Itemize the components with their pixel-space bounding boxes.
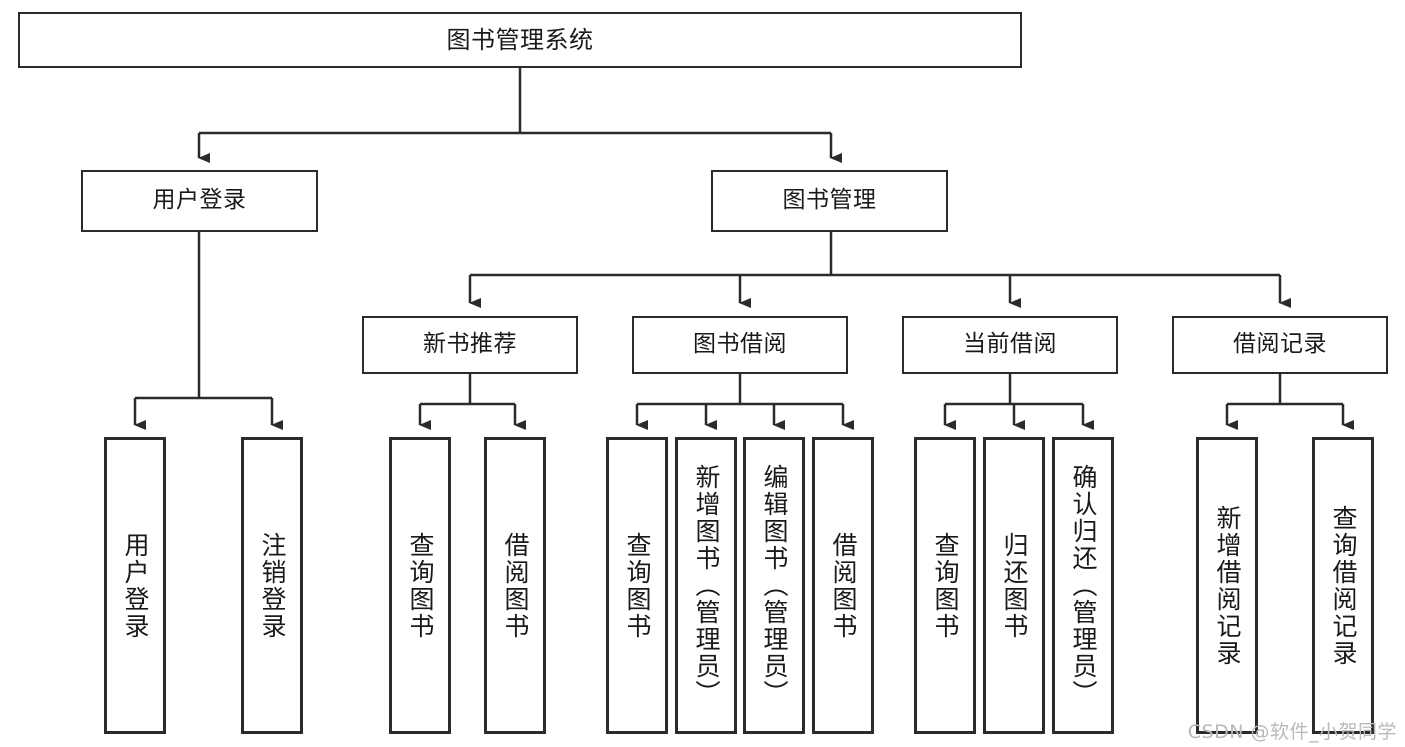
node-current-borrow-label: 当前借阅 bbox=[963, 331, 1057, 358]
leaf-return-book[interactable]: 归还图书 bbox=[983, 437, 1045, 734]
leaf-query-borrow-record[interactable]: 查询借阅记录 bbox=[1312, 437, 1374, 734]
leaf-borrow-book[interactable]: 借阅图书 bbox=[812, 437, 874, 734]
leaf-add-book-admin[interactable]: 新增图书（管理员） bbox=[675, 437, 737, 734]
node-new-book-recommend[interactable]: 新书推荐 bbox=[362, 316, 578, 374]
leaf-borrow-book-label: 借阅图书 bbox=[829, 531, 858, 640]
leaf-confirm-return-admin-label: 确认归还（管理员） bbox=[1069, 464, 1098, 707]
node-borrow-record[interactable]: 借阅记录 bbox=[1172, 316, 1388, 374]
node-book-management[interactable]: 图书管理 bbox=[711, 170, 948, 232]
leaf-user-login-label: 用户登录 bbox=[121, 531, 150, 640]
leaf-query-book-current-label: 查询图书 bbox=[931, 531, 960, 640]
leaf-query-book-current[interactable]: 查询图书 bbox=[914, 437, 976, 734]
leaf-edit-book-admin-label: 编辑图书（管理员） bbox=[760, 464, 789, 707]
leaf-add-borrow-record[interactable]: 新增借阅记录 bbox=[1196, 437, 1258, 734]
leaf-query-book-recommend[interactable]: 查询图书 bbox=[389, 437, 451, 734]
node-new-book-recommend-label: 新书推荐 bbox=[423, 331, 517, 358]
leaf-query-borrow-record-label: 查询借阅记录 bbox=[1329, 504, 1358, 667]
leaf-confirm-return-admin[interactable]: 确认归还（管理员） bbox=[1052, 437, 1114, 734]
leaf-query-book-borrow-label: 查询图书 bbox=[623, 531, 652, 640]
node-book-borrow-label: 图书借阅 bbox=[693, 331, 787, 358]
node-user-login-label: 用户登录 bbox=[152, 187, 247, 214]
node-current-borrow[interactable]: 当前借阅 bbox=[902, 316, 1118, 374]
leaf-query-book-recommend-label: 查询图书 bbox=[406, 531, 435, 640]
leaf-add-book-admin-label: 新增图书（管理员） bbox=[692, 464, 721, 707]
leaf-borrow-book-recommend-label: 借阅图书 bbox=[501, 531, 530, 640]
node-borrow-record-label: 借阅记录 bbox=[1233, 331, 1327, 358]
leaf-add-borrow-record-label: 新增借阅记录 bbox=[1213, 504, 1242, 667]
leaf-borrow-book-recommend[interactable]: 借阅图书 bbox=[484, 437, 546, 734]
node-book-borrow[interactable]: 图书借阅 bbox=[632, 316, 848, 374]
node-user-login[interactable]: 用户登录 bbox=[81, 170, 318, 232]
leaf-logout-label: 注销登录 bbox=[258, 531, 287, 640]
leaf-logout[interactable]: 注销登录 bbox=[241, 437, 303, 734]
csdn-watermark: CSDN @软件_小贺同学 bbox=[1187, 721, 1397, 743]
leaf-user-login[interactable]: 用户登录 bbox=[104, 437, 166, 734]
leaf-query-book-borrow[interactable]: 查询图书 bbox=[606, 437, 668, 734]
node-root-system[interactable]: 图书管理系统 bbox=[18, 12, 1022, 68]
leaf-edit-book-admin[interactable]: 编辑图书（管理员） bbox=[743, 437, 805, 734]
leaf-return-book-label: 归还图书 bbox=[1000, 531, 1029, 640]
node-book-management-label: 图书管理 bbox=[782, 187, 877, 214]
node-root-label: 图书管理系统 bbox=[446, 25, 594, 54]
